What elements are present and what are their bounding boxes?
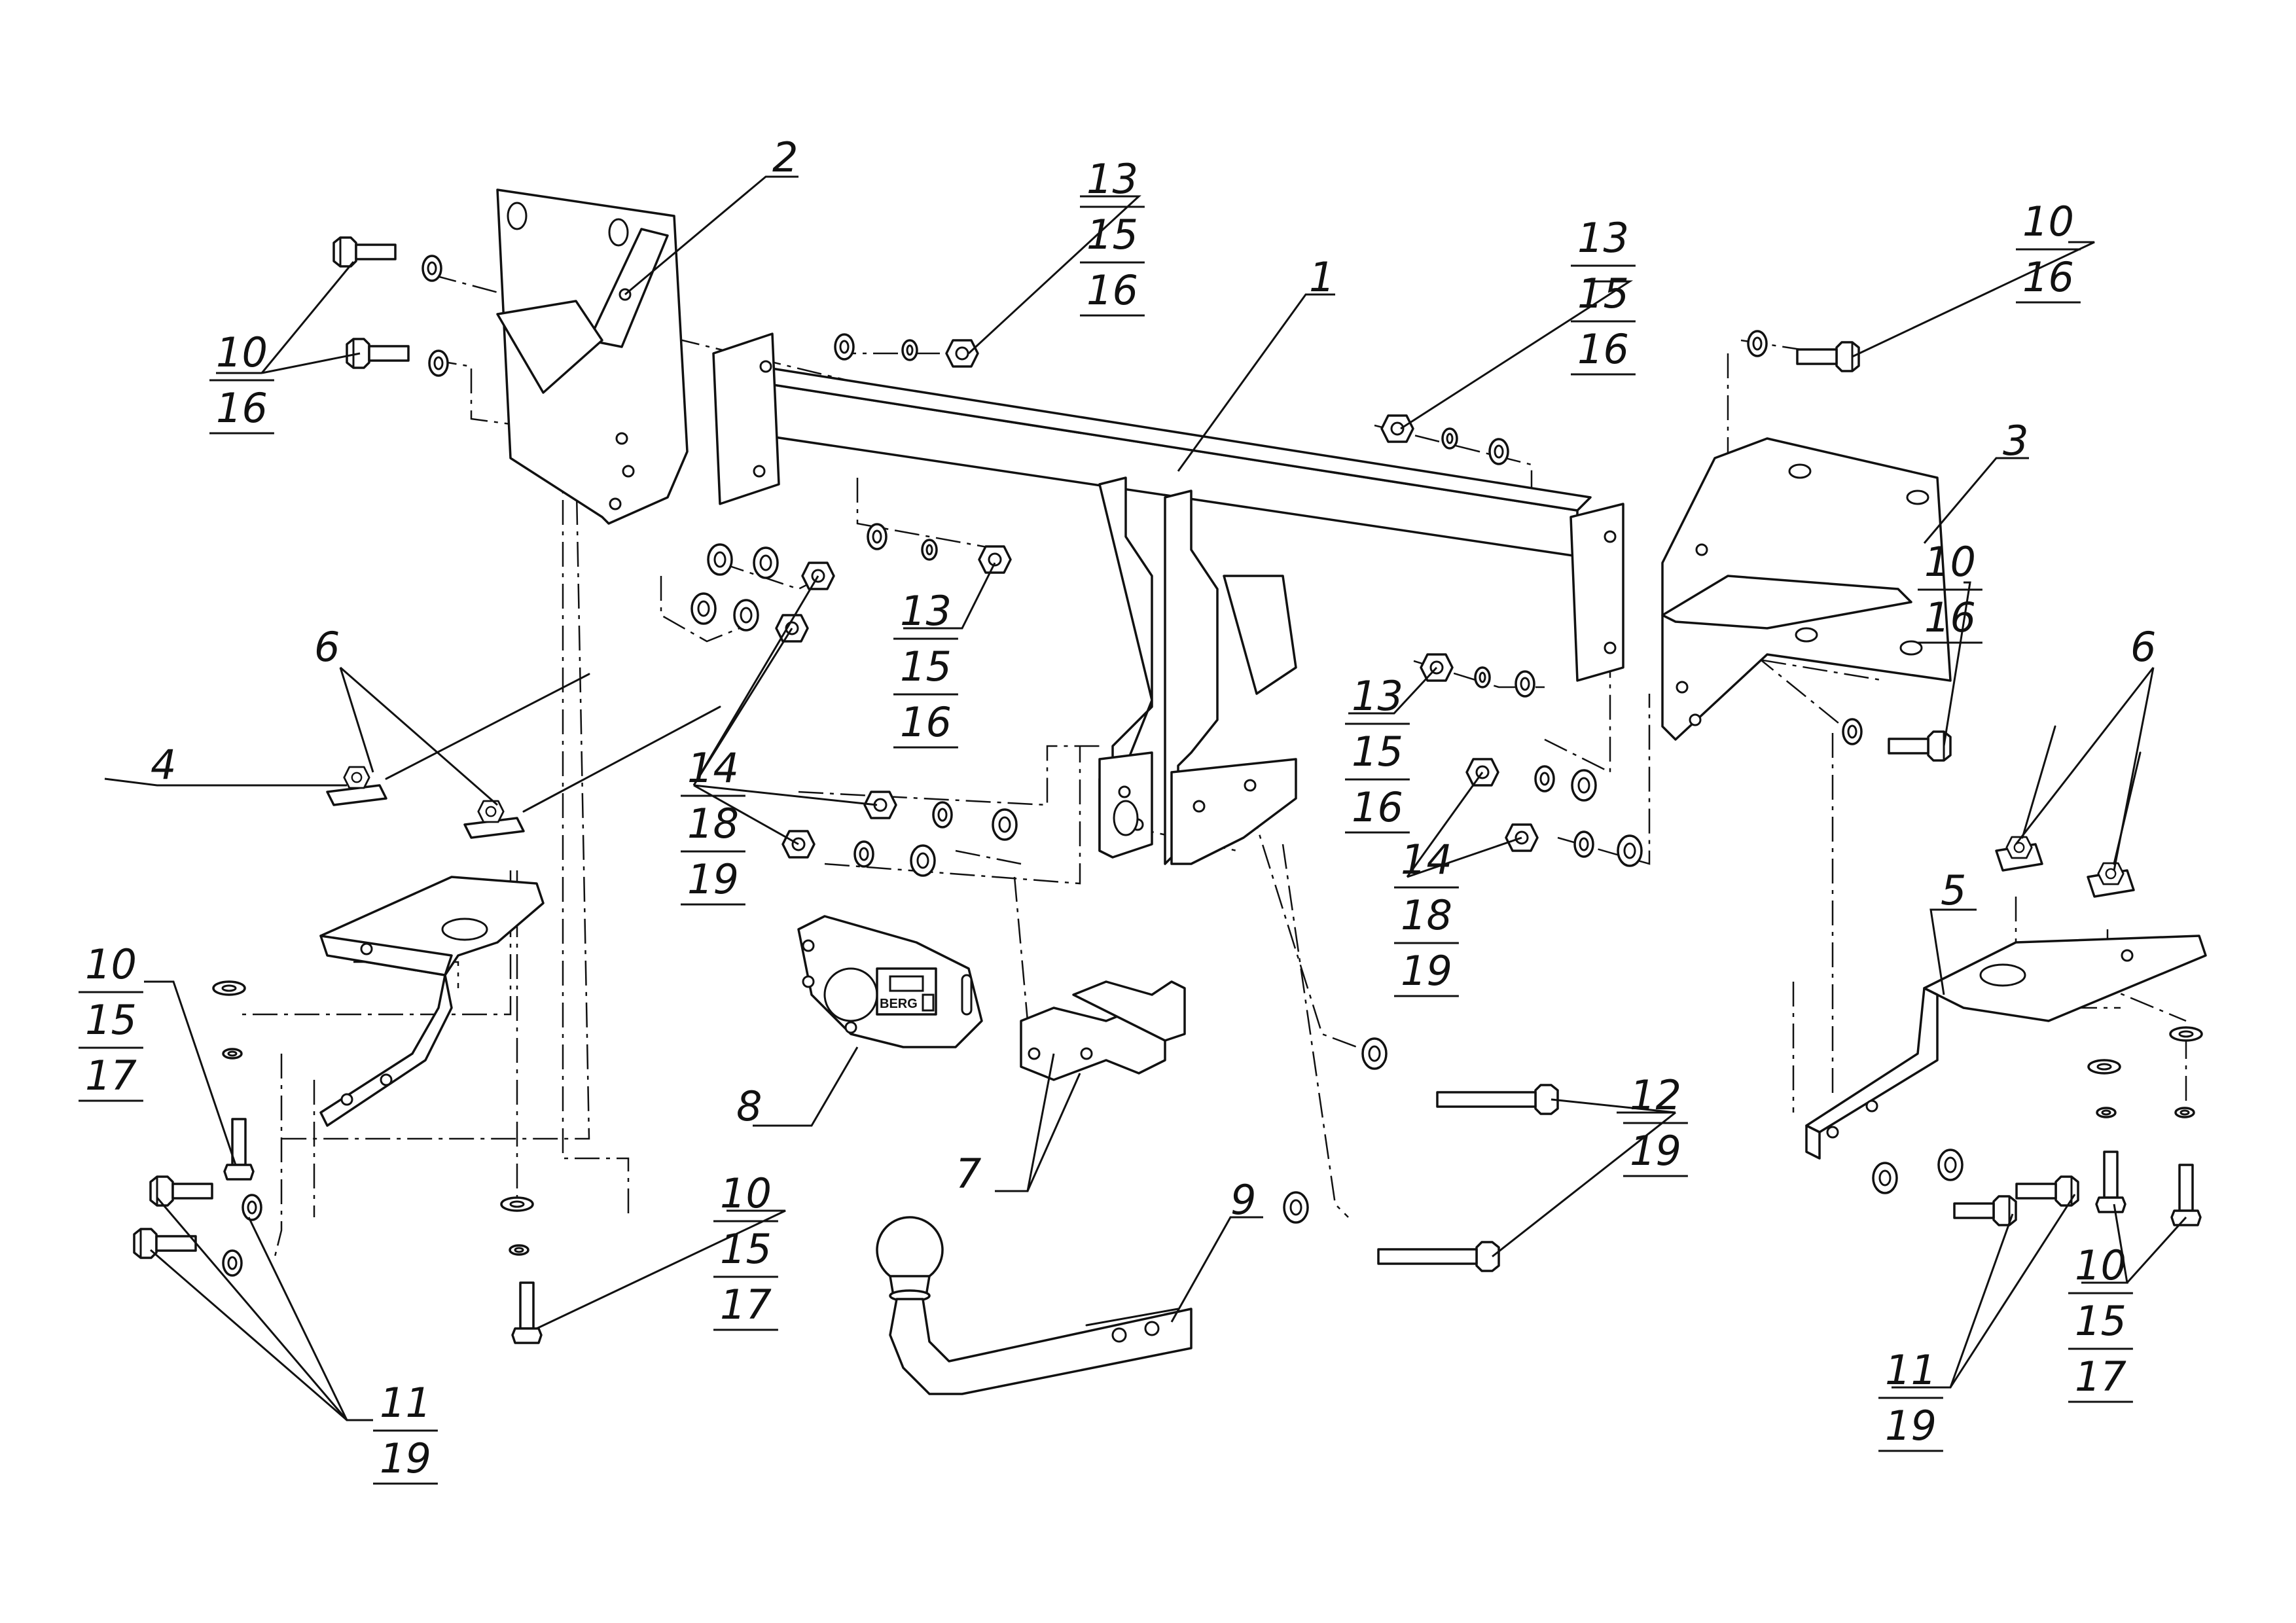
callout-9: 9 — [1230, 1176, 1256, 1224]
right-lower-bracket — [1805, 935, 2207, 1160]
svg-text:13: 13 — [900, 587, 952, 635]
callout-6-left: 6 — [314, 623, 340, 671]
callout-11-19-right: 11 19 — [1878, 1346, 1943, 1452]
svg-text:19: 19 — [1885, 1402, 1937, 1450]
svg-text:16: 16 — [1924, 594, 1976, 641]
svg-text:2: 2 — [772, 134, 798, 181]
svg-text:1: 1 — [1309, 253, 1335, 301]
leader-lines — [104, 175, 2187, 1421]
callout-4: 4 — [151, 741, 176, 789]
callout-13-15-16-top: 13 15 16 — [1080, 155, 1145, 317]
svg-text:15: 15 — [85, 996, 137, 1044]
svg-text:6: 6 — [2130, 623, 2156, 671]
svg-text:15: 15 — [900, 643, 952, 690]
svg-text:10: 10 — [2022, 198, 2074, 245]
svg-text:15: 15 — [720, 1225, 772, 1273]
svg-text:19: 19 — [1401, 947, 1452, 995]
main-crossbeam — [712, 332, 1624, 865]
callout-7: 7 — [956, 1150, 981, 1198]
svg-text:5: 5 — [1941, 866, 1966, 914]
svg-text:16: 16 — [1577, 325, 1629, 373]
svg-text:19: 19 — [380, 1435, 431, 1482]
callout-13-15-16-top-right: 13 15 16 — [1571, 214, 1636, 376]
callout-5: 5 — [1941, 866, 1966, 914]
right-side-bracket — [1661, 437, 1952, 741]
callout-14-18-19-right: 14 18 19 — [1394, 836, 1459, 997]
cable-nut-left-2 — [463, 705, 721, 839]
svg-text:10: 10 — [1924, 538, 1976, 586]
cable-nut-right-2 — [2087, 751, 2142, 898]
svg-text:10: 10 — [85, 940, 137, 988]
callout-13-15-16-right: 13 15 16 — [1345, 672, 1410, 834]
svg-text:16: 16 — [1352, 783, 1403, 831]
svg-text:11: 11 — [1885, 1346, 1937, 1394]
svg-text:15: 15 — [1577, 270, 1629, 317]
svg-text:17: 17 — [2075, 1353, 2126, 1400]
svg-text:10: 10 — [2075, 1241, 2126, 1289]
svg-text:8: 8 — [736, 1082, 762, 1130]
callout-6-right: 6 — [2130, 623, 2156, 671]
svg-text:13: 13 — [1577, 214, 1629, 262]
callout-1: 1 — [1309, 253, 1335, 301]
callout-10-16-top-right: 10 16 — [2016, 198, 2081, 304]
svg-text:15: 15 — [1086, 211, 1138, 259]
svg-text:12: 12 — [1630, 1071, 1681, 1119]
svg-text:7: 7 — [956, 1150, 981, 1198]
svg-text:19: 19 — [687, 855, 739, 903]
svg-text:14: 14 — [687, 744, 739, 792]
cable-nut-left-1 — [326, 673, 590, 806]
left-side-bracket — [496, 188, 689, 525]
callout-10-16-right: 10 16 — [1918, 538, 1982, 644]
svg-text:3: 3 — [2003, 417, 2028, 465]
svg-text:14: 14 — [1401, 836, 1452, 883]
svg-text:11: 11 — [380, 1379, 431, 1427]
svg-text:6: 6 — [314, 623, 340, 671]
callout-11-19-left: 11 19 — [373, 1379, 438, 1485]
svg-text:17: 17 — [85, 1052, 137, 1099]
svg-text:19: 19 — [1630, 1127, 1681, 1175]
svg-text:16: 16 — [2022, 253, 2074, 301]
callout-14-18-19-left: 14 18 19 — [681, 744, 745, 906]
svg-text:15: 15 — [1352, 728, 1403, 776]
callout-12-19: 12 19 — [1623, 1071, 1688, 1177]
svg-text:16: 16 — [216, 384, 268, 432]
callout-10-15-17-left: 10 15 17 — [79, 940, 143, 1102]
svg-text:16: 16 — [900, 698, 952, 746]
cable-nut-right-1 — [1995, 725, 2056, 872]
svg-text:4: 4 — [151, 741, 176, 789]
left-lower-bracket — [319, 876, 545, 1127]
svg-text:9: 9 — [1230, 1176, 1256, 1224]
svg-text:16: 16 — [1086, 266, 1138, 314]
callout-13-15-16-mid: 13 15 16 — [893, 587, 958, 749]
svg-text:15: 15 — [2075, 1297, 2126, 1345]
brand-label: BERG — [880, 997, 918, 1011]
callout-2: 2 — [772, 134, 798, 181]
svg-text:13: 13 — [1352, 672, 1403, 720]
svg-text:18: 18 — [687, 800, 739, 847]
svg-text:10: 10 — [216, 329, 268, 376]
callout-10-16-top-left: 10 16 — [209, 329, 274, 435]
callout-8: 8 — [736, 1082, 762, 1130]
svg-text:18: 18 — [1401, 891, 1452, 939]
callout-10-15-17-right: 10 15 17 — [2068, 1241, 2133, 1403]
callout-3: 3 — [2003, 417, 2028, 465]
electrical-socket-plate: BERG — [797, 915, 983, 1048]
tow-ball-hitch — [876, 1216, 1193, 1395]
svg-text:10: 10 — [720, 1169, 772, 1217]
svg-text:17: 17 — [720, 1281, 772, 1329]
callout-10-15-17-bottom: 10 15 17 — [713, 1169, 778, 1331]
spacer-blocks — [1020, 980, 1186, 1081]
svg-text:13: 13 — [1086, 155, 1138, 203]
